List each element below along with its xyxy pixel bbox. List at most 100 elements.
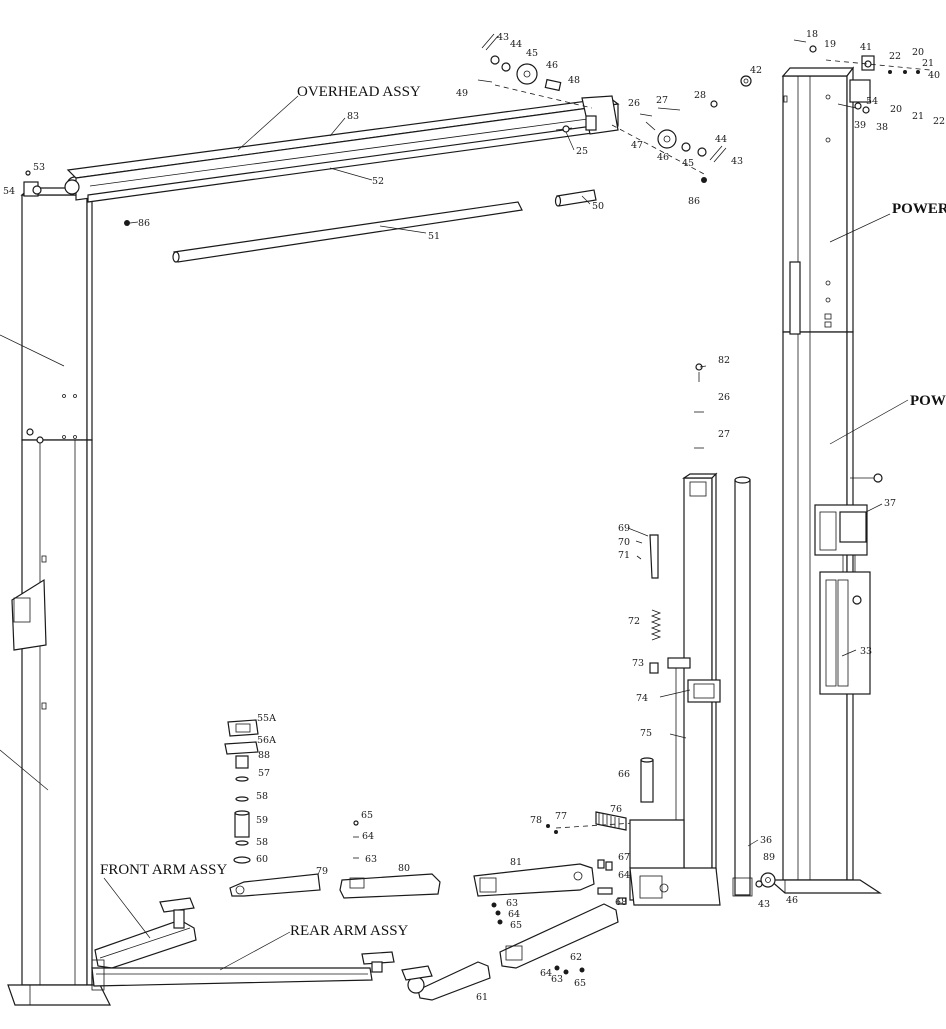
callout-number: 77 xyxy=(555,811,567,822)
callout-number: 61 xyxy=(476,992,488,1003)
callout-number: 64 xyxy=(508,909,520,920)
overhead-assy-label: OVERHEAD ASSY xyxy=(297,84,421,100)
callout-number: 42 xyxy=(750,65,762,76)
callout-number: 21 xyxy=(912,111,924,122)
saddle-stack xyxy=(224,719,359,864)
callout-number: 73 xyxy=(632,658,644,669)
callout-number: 66 xyxy=(618,769,630,780)
callout-number: 59 xyxy=(256,815,268,826)
callout-number: 25 xyxy=(576,146,588,157)
callout-number: 44 xyxy=(510,39,522,50)
callout-number: 20 xyxy=(912,47,924,58)
callout-number: 41 xyxy=(860,42,872,53)
callout-number: 62 xyxy=(570,952,582,963)
callout-number: 21 xyxy=(922,58,934,69)
callout-number: 49 xyxy=(456,88,468,99)
callout-number: 45 xyxy=(526,48,538,59)
callout-number: 18 xyxy=(806,29,818,40)
callout-number: 76 xyxy=(610,804,622,815)
callout-number: 65 xyxy=(361,810,373,821)
callout-number: 63 xyxy=(506,898,518,909)
callout-number: 68 xyxy=(615,897,627,908)
callout-number: 22 xyxy=(933,116,945,127)
callout-number: 37 xyxy=(884,498,896,509)
callout-number: 19 xyxy=(824,39,836,50)
callout-number: 72 xyxy=(628,616,640,627)
leader-lines xyxy=(0,95,909,971)
callout-number: 86 xyxy=(688,196,700,207)
callout-number: 54 xyxy=(866,96,878,107)
power-label-lower: POWE xyxy=(910,393,946,409)
callout-number: 89 xyxy=(763,852,775,863)
power-label-upper: POWER xyxy=(892,201,946,217)
callout-number: 53 xyxy=(33,162,45,173)
callout-number: 33 xyxy=(860,646,872,657)
callout-number: 65 xyxy=(574,978,586,989)
callout-number: 58 xyxy=(256,837,268,848)
callout-number: 43 xyxy=(731,156,743,167)
callout-number: 64 xyxy=(362,831,374,842)
part-callouts: 43 44 45 46 48 49 83 25 26 27 28 47 46 4… xyxy=(3,29,945,1003)
callout-number: 74 xyxy=(636,693,648,704)
callout-number: 48 xyxy=(568,75,580,86)
right-column-top-parts xyxy=(740,39,931,114)
callout-number: 58 xyxy=(256,791,268,802)
callout-number: 39 xyxy=(854,120,866,131)
assembly-labels: OVERHEAD ASSY POWER POWE FRONT ARM ASSY … xyxy=(100,84,946,939)
overhead-beam xyxy=(64,95,620,203)
callout-number: 40 xyxy=(928,70,940,81)
callout-number: 57 xyxy=(258,768,270,779)
front-arm-assy-label: FRONT ARM ASSY xyxy=(100,862,227,878)
callout-number: 55A xyxy=(257,713,276,724)
right-power-column xyxy=(768,66,883,894)
callout-number: 43 xyxy=(758,899,770,910)
callout-number: 82 xyxy=(718,355,730,366)
arms xyxy=(91,863,619,1001)
callout-number: 69 xyxy=(618,523,630,534)
callout-number: 26 xyxy=(718,392,730,403)
callout-number: 47 xyxy=(631,140,643,151)
callout-number: 60 xyxy=(256,854,268,865)
callout-number: 54 xyxy=(3,186,15,197)
callout-number: 38 xyxy=(876,122,888,133)
callout-number: 45 xyxy=(682,158,694,169)
callout-number: 26 xyxy=(628,98,640,109)
callout-number: 36 xyxy=(760,835,772,846)
callout-number: 86 xyxy=(138,218,150,229)
callout-number: 27 xyxy=(718,429,730,440)
callout-number: 56A xyxy=(257,735,276,746)
callout-number: 67 xyxy=(618,852,630,863)
callout-number: 50 xyxy=(592,201,604,212)
callout-number: 80 xyxy=(398,863,410,874)
callout-number: 20 xyxy=(890,104,902,115)
callout-number: 83 xyxy=(347,111,359,122)
callout-number: 79 xyxy=(316,866,328,877)
callout-number: 75 xyxy=(640,728,652,739)
callout-number: 22 xyxy=(889,51,901,62)
callout-number: 64 xyxy=(618,870,630,881)
overhead-exploded-parts xyxy=(25,33,727,263)
callout-number: 46 xyxy=(546,60,558,71)
callout-number: 64 xyxy=(540,968,552,979)
rear-arm-assy-label: REAR ARM ASSY xyxy=(290,923,409,939)
callout-number: 70 xyxy=(618,537,630,548)
left-column xyxy=(7,176,111,1006)
callout-number: 52 xyxy=(372,176,384,187)
callout-number: 63 xyxy=(551,974,563,985)
cylinder xyxy=(732,476,776,897)
callout-number: 63 xyxy=(365,854,377,865)
callout-number: 81 xyxy=(510,857,522,868)
callout-number: 28 xyxy=(694,90,706,101)
callout-number: 27 xyxy=(656,95,668,106)
callout-number: 43 xyxy=(497,32,509,43)
callout-number: 88 xyxy=(258,750,270,761)
callout-number: 46 xyxy=(786,895,798,906)
callout-number: 44 xyxy=(715,134,727,145)
callout-number: 71 xyxy=(618,550,630,561)
callout-number: 78 xyxy=(530,815,542,826)
carriage-assembly xyxy=(546,363,721,906)
callout-number: 46 xyxy=(657,152,669,163)
callout-number: 51 xyxy=(428,231,440,242)
callout-number: 65 xyxy=(510,920,522,931)
